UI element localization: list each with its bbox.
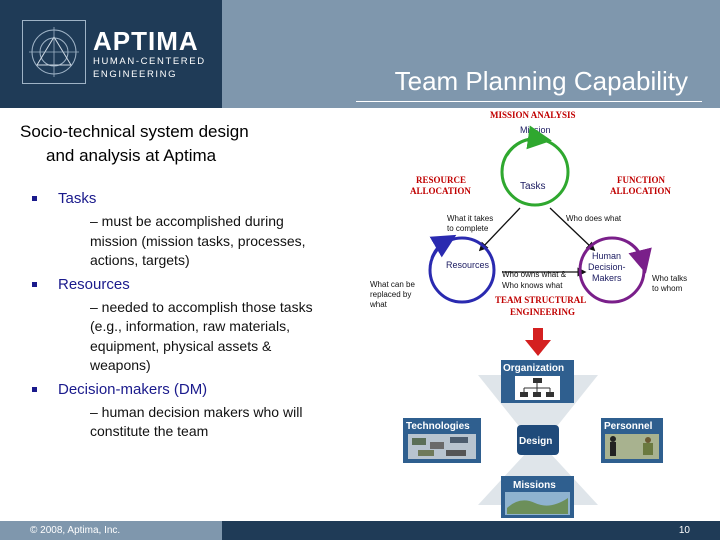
label-mission-analysis: MISSION ANALYSIS — [490, 110, 575, 120]
node-tasks: Tasks — [520, 181, 546, 192]
bullet-label: Resources — [58, 275, 130, 293]
label-tse-2: ENGINEERING — [510, 307, 575, 317]
design-node — [517, 425, 559, 455]
bullet-decision-makers: Decision-makers (DM) — [32, 379, 352, 401]
sub-line: – human decision makers who will — [90, 403, 303, 420]
label-what-it-takes-1: What it takes — [447, 214, 493, 223]
bullet-label: Decision-makers (DM) — [58, 380, 208, 398]
bullet-square-icon — [32, 386, 37, 392]
mission-cycle-arrow-icon — [505, 125, 552, 156]
down-arrow-shaft — [533, 328, 543, 342]
intro-line-1: Socio-technical system design — [20, 122, 249, 141]
label-who-owns-1: Who owns what & — [502, 270, 567, 279]
label-replaced-1: What can be — [370, 280, 415, 289]
page-number: 10 — [678, 525, 690, 536]
panel-organization-label: Organization — [503, 363, 564, 374]
panel-personnel-label: Personnel — [604, 421, 653, 432]
bullet-resources-detail: – needed to accomplish those tasks (e.g.… — [32, 298, 352, 376]
logo-box: APTIMA HUMAN-CENTERED ENGINEERING — [0, 0, 222, 108]
logo-tagline-2: ENGINEERING — [93, 69, 178, 80]
node-human-dm-3: Makers — [592, 273, 622, 283]
label-tse-1: TEAM STRUCTURAL — [495, 295, 586, 305]
slide-title: Team Planning Capability — [394, 66, 688, 96]
label-who-does-what: Who does what — [566, 214, 622, 223]
sub-line: actions, targets) — [90, 252, 190, 268]
node-resources: Resources — [446, 260, 490, 270]
bullet-tasks-detail: – must be accomplished during mission (m… — [32, 212, 352, 271]
node-human-dm-2: Decision- — [588, 262, 626, 272]
intro-line-2: and analysis at Aptima — [46, 146, 217, 165]
intro-text: Socio-technical system design and analys… — [20, 120, 340, 168]
panel-missions-label: Missions — [513, 480, 556, 491]
logo-tagline-1: HUMAN-CENTERED — [93, 56, 206, 67]
bullet-tasks: Tasks — [32, 188, 352, 210]
bullet-square-icon — [32, 196, 37, 201]
resources-cycle-arrow-icon — [429, 234, 457, 259]
label-function-allocation-2: ALLOCATION — [610, 186, 671, 196]
label-who-talks-1: Who talks — [652, 274, 687, 283]
label-replaced-2: replaced by — [370, 290, 411, 299]
label-mission: Mission — [520, 125, 551, 135]
resources-cycle — [428, 236, 496, 304]
panel-technologies-label: Technologies — [406, 421, 470, 432]
sub-line: equipment, physical assets & — [90, 337, 272, 354]
design-node-label: Design — [519, 436, 552, 447]
label-who-talks-2: to whom — [652, 284, 683, 293]
bullet-decision-makers-detail: – human decision makers who will constit… — [32, 403, 352, 442]
label-replaced-3: what — [369, 300, 388, 309]
label-function-allocation-1: FUNCTION — [617, 175, 666, 185]
label-resource-allocation-2: ALLOCATION — [410, 186, 471, 196]
decision-makers-cycle-arrow-icon — [627, 240, 652, 274]
arrow-tasks-resources — [478, 207, 521, 252]
label-resource-allocation-1: RESOURCE — [416, 175, 466, 185]
footer-left-block — [0, 521, 222, 540]
bullet-resources: Resources — [32, 274, 352, 296]
sub-line: (e.g., information, raw materials, — [90, 318, 290, 334]
aptima-logo-icon — [22, 20, 86, 84]
title-underline — [356, 101, 702, 102]
label-who-owns-2: Who knows what — [502, 281, 563, 290]
sub-line: – needed to accomplish those tasks — [90, 298, 313, 315]
logo-name: APTIMA — [93, 26, 199, 56]
node-human-dm-1: Human — [592, 251, 621, 261]
sub-line: constitute the team — [90, 423, 209, 439]
sub-line: weapons) — [90, 357, 151, 373]
bullet-list: Tasks – must be accomplished during miss… — [32, 188, 352, 442]
sub-line: mission (mission tasks, processes, — [90, 232, 306, 249]
sub-line: – must be accomplished during — [90, 213, 284, 229]
bullet-square-icon — [32, 281, 37, 287]
label-what-it-takes-2: to complete — [447, 224, 489, 233]
down-arrow-icon — [525, 340, 551, 356]
bullet-label: Tasks — [58, 190, 97, 207]
arrow-tasks-dm — [549, 207, 596, 252]
copyright-text: © 2008, Aptima, Inc. — [30, 525, 121, 536]
